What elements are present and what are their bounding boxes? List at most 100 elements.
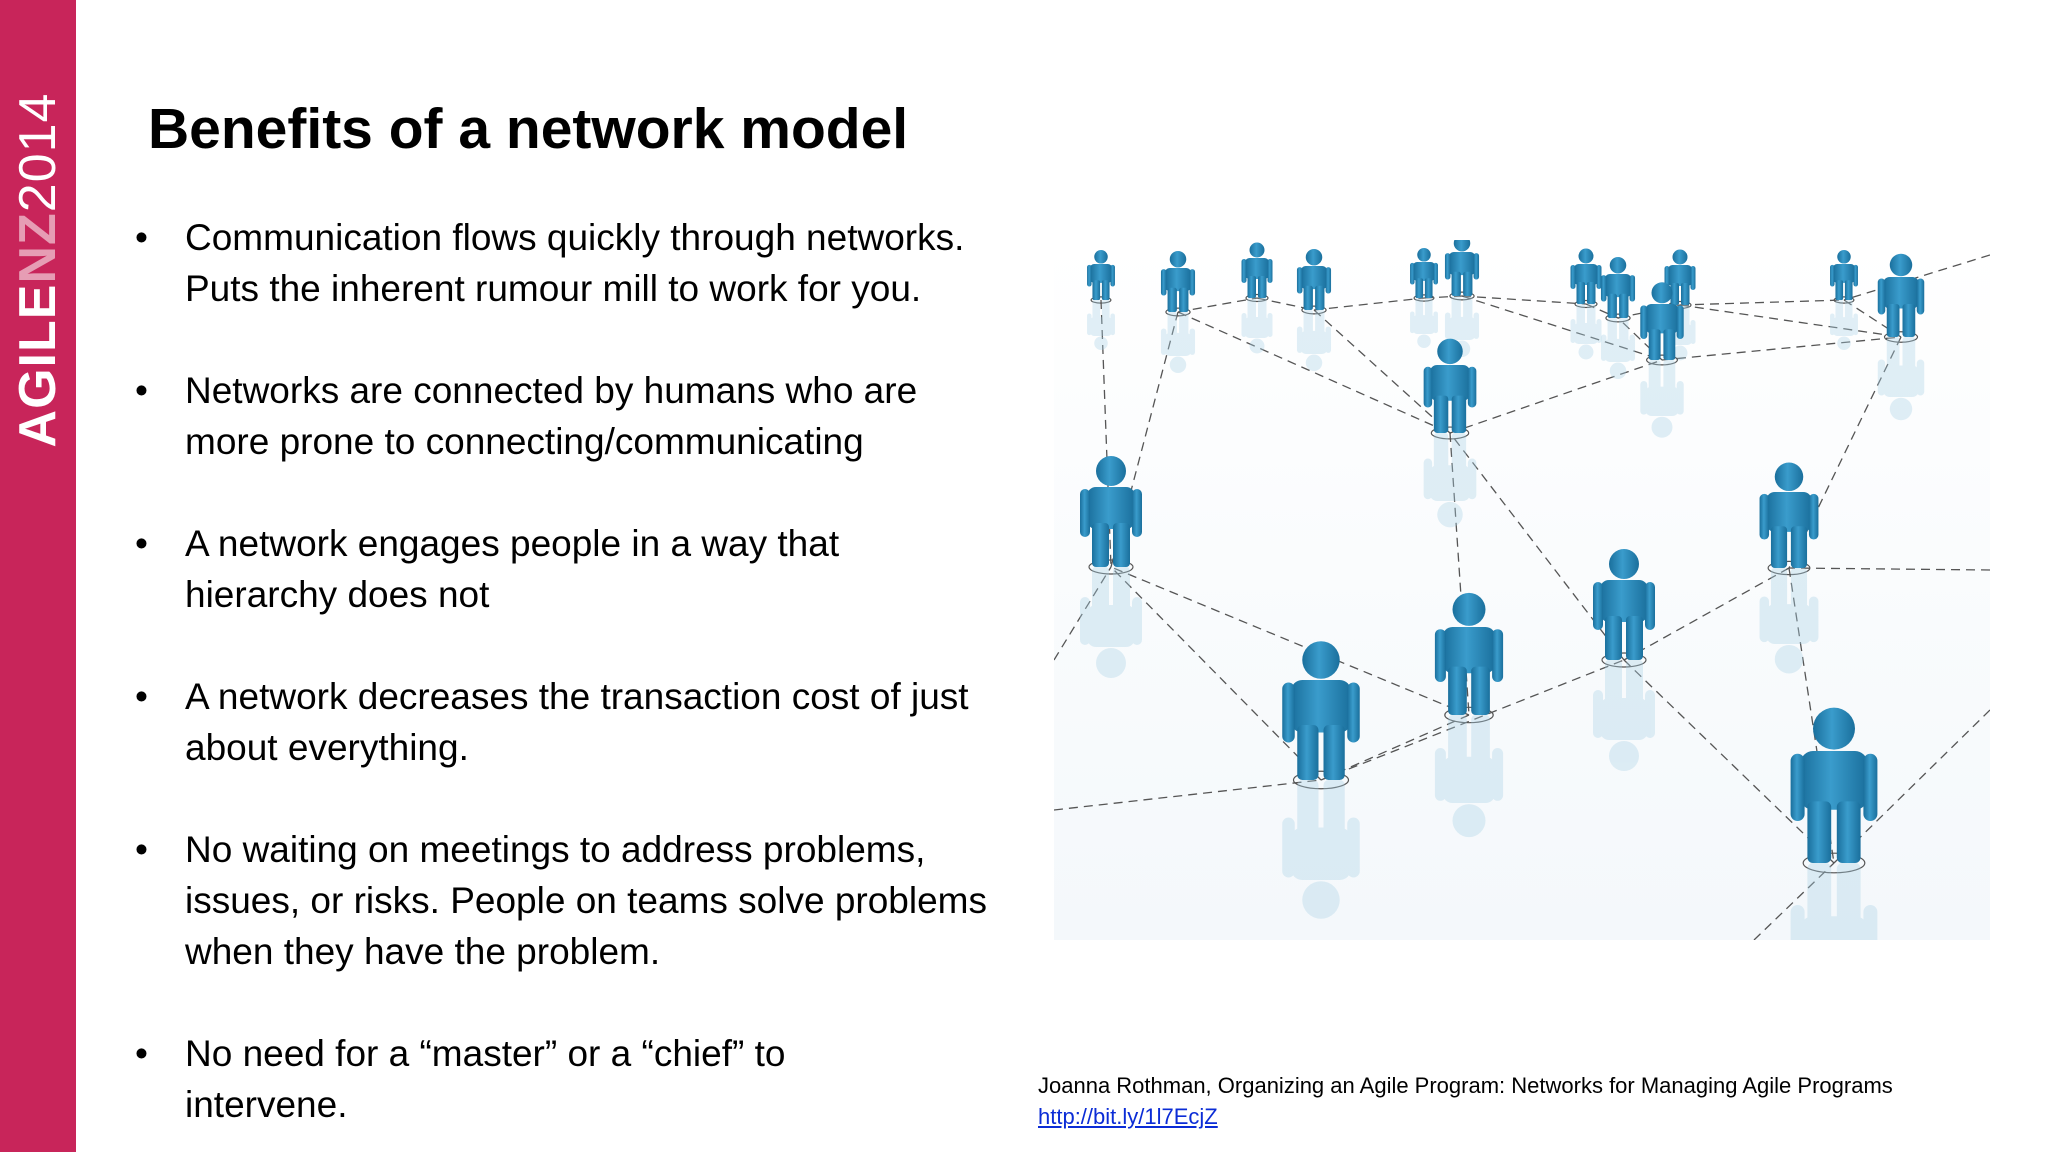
network-people-illustration <box>1054 240 1990 940</box>
network-link-line <box>1320 659 1625 781</box>
person-reflection <box>1080 567 1142 678</box>
node-ring <box>1802 852 1866 874</box>
network-link-line <box>1320 714 1470 781</box>
person-figure <box>1296 248 1332 310</box>
bullet-list: • Communication flows quickly through net… <box>135 212 1035 1130</box>
citation-link[interactable]: http://bit.ly/1l7EcjZ <box>1038 1104 1218 1129</box>
node-ring <box>1301 305 1327 315</box>
bullet-text-line: A network decreases the transaction cost… <box>185 676 969 717</box>
network-link-line <box>1313 297 1425 311</box>
network-link-line <box>1843 299 1902 338</box>
bullet-marker: • <box>135 676 148 717</box>
person-figure <box>1160 250 1196 312</box>
person-reflection <box>1570 304 1602 360</box>
bullet-text-line: No waiting on meetings to address proble… <box>185 829 926 870</box>
node-ring <box>1245 293 1269 303</box>
network-link-line <box>1177 311 1451 434</box>
person-figure <box>1570 248 1602 304</box>
bullet-text-line: Puts the inherent rumour mill to work fo… <box>185 268 922 309</box>
network-link-line <box>1623 659 1835 864</box>
bullet-item: • Networks are connected by humans who ar… <box>135 365 1035 467</box>
node-ring <box>1430 426 1470 440</box>
bullet-item: • No need for a “master” or a “chief” to i… <box>135 1028 1035 1130</box>
person-figure <box>1759 462 1819 568</box>
person-reflection <box>1160 312 1196 374</box>
network-link-line <box>1843 254 1990 301</box>
network-link-line <box>1585 303 1619 319</box>
person-figure <box>1593 549 1655 660</box>
person-reflection <box>1790 863 1878 940</box>
person-reflection <box>1640 360 1684 438</box>
brand-sidebar: AGILENZ2014 <box>0 0 76 1152</box>
network-link-line <box>1661 336 1902 361</box>
node-ring <box>1444 706 1494 724</box>
node-ring <box>1833 296 1855 304</box>
network-link-line <box>1617 317 1663 361</box>
person-figure <box>1423 338 1477 433</box>
bullet-text-line: hierarchy does not <box>185 574 490 615</box>
bullet-text-line: No need for a “master” or a “chief” to <box>185 1033 786 1074</box>
network-link-line <box>1313 309 1451 434</box>
bullet-text-line: when they have the problem. <box>185 931 661 972</box>
bullet-marker: • <box>135 1033 148 1074</box>
node-ring <box>1449 291 1475 301</box>
bullet-text-line: Communication flows quickly through netw… <box>185 217 965 258</box>
person-figure <box>1664 249 1696 305</box>
bullet-item: • No waiting on meetings to address probl… <box>135 824 1035 977</box>
person-figure <box>1444 240 1480 296</box>
network-link-line <box>1679 299 1845 306</box>
node-ring <box>1645 354 1678 366</box>
network-link-line <box>1461 295 1587 305</box>
network-link-line <box>1449 359 1663 434</box>
person-figure <box>1282 641 1360 780</box>
person-reflection <box>1877 337 1925 421</box>
bullet-marker: • <box>135 523 148 564</box>
slide-title: Benefits of a network model <box>148 97 909 161</box>
person-reflection <box>1759 568 1819 674</box>
bullet-text-line: about everything. <box>185 727 469 768</box>
person-figure <box>1790 707 1878 863</box>
person-figure <box>1830 250 1858 300</box>
bullet-marker: • <box>135 829 148 870</box>
network-link-line <box>1054 566 1112 661</box>
brand-logo-part-nz: NZ <box>9 212 67 284</box>
bullet-item: • A network decreases the transaction cos… <box>135 671 1035 773</box>
person-figure <box>1877 253 1925 337</box>
node-ring <box>1601 652 1647 668</box>
node-ring <box>1165 307 1191 317</box>
network-link-line <box>1449 432 1470 716</box>
person-reflection <box>1241 298 1273 354</box>
bullet-text-line: Networks are connected by humans who are <box>185 370 918 411</box>
network-link-line <box>1461 295 1663 361</box>
person-figure <box>1410 248 1438 298</box>
person-reflection <box>1423 433 1477 528</box>
person-reflection <box>1296 310 1332 372</box>
node-ring <box>1767 560 1811 576</box>
node-ring <box>1088 559 1134 575</box>
network-link-line <box>1110 566 1470 716</box>
bullet-text-line: issues, or risks. People on teams solve … <box>185 880 988 921</box>
person-figure <box>1600 256 1636 318</box>
brand-logo-part-agile: AGILE <box>9 283 67 448</box>
person-figure <box>1640 282 1684 360</box>
person-reflection <box>1087 300 1115 350</box>
person-reflection <box>1410 298 1438 348</box>
brand-logo-part-year: 2014 <box>9 92 67 213</box>
person-figure <box>1087 250 1115 300</box>
bullet-item: •Communication flows quickly through net… <box>135 212 1035 314</box>
node-ring <box>1574 299 1598 309</box>
node-ring <box>1090 296 1112 304</box>
bullet-marker: • <box>135 370 148 411</box>
node-ring <box>1883 331 1919 343</box>
citation-text: Joanna Rothman, Organizing an Agile Prog… <box>1038 1073 1893 1098</box>
bullet-text-line: intervene. <box>185 1084 348 1125</box>
node-ring <box>1413 294 1435 302</box>
network-link-line <box>1679 304 1902 338</box>
person-reflection <box>1434 715 1504 838</box>
network-link-line <box>1110 566 1322 781</box>
person-figure <box>1434 592 1504 715</box>
person-reflection <box>1830 300 1858 350</box>
person-figure <box>1080 456 1142 567</box>
person-reflection <box>1593 660 1655 771</box>
